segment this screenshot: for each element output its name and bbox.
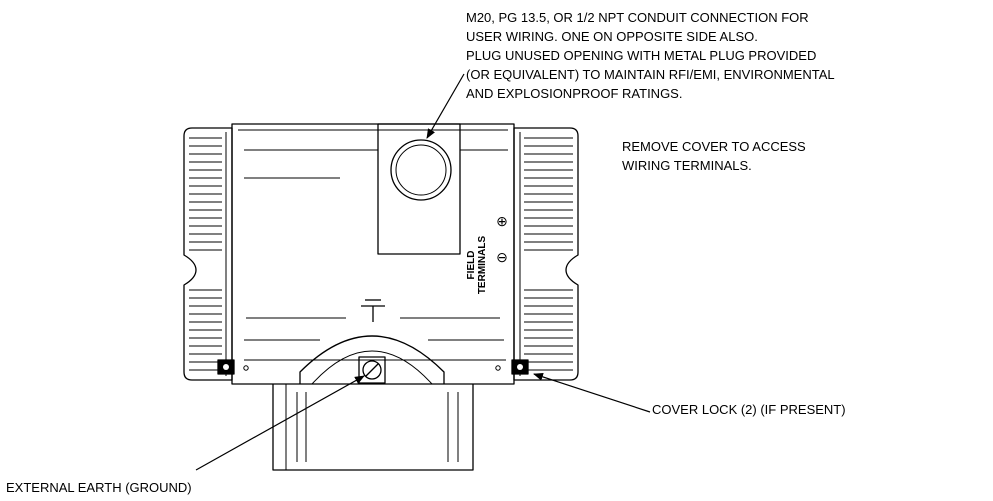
conduit-leader-arrow <box>426 73 465 139</box>
conduit-note-line-1: M20, PG 13.5, OR 1/2 NPT CONDUIT CONNECT… <box>466 10 809 25</box>
conduit-opening <box>390 139 452 201</box>
svg-text:TERMINALS: TERMINALS <box>477 236 488 295</box>
cover-lock-note: COVER LOCK (2) (IF PRESENT) <box>652 402 846 417</box>
conduit-note-line-4: (OR EQUIVALENT) TO MAINTAIN RFI/EMI, ENV… <box>466 67 835 82</box>
sensor-neck <box>272 384 474 471</box>
right-cover <box>513 127 579 381</box>
conduit-boss <box>377 123 461 255</box>
earth-leader-arrow <box>195 375 365 471</box>
conduit-note-line-3: PLUG UNUSED OPENING WITH METAL PLUG PROV… <box>466 48 817 63</box>
cover-note-line-2: WIRING TERMINALS. <box>622 158 752 173</box>
ground-screw-boss <box>299 335 445 385</box>
cover-lock-leader-arrow <box>533 373 651 413</box>
right-cover-fins <box>524 137 573 371</box>
remove-cover-note: REMOVE COVER TO ACCESS WIRING TERMINALS. <box>622 137 806 175</box>
ground-screw-icon <box>362 360 382 380</box>
left-cover <box>183 127 233 381</box>
conduit-connection-note: M20, PG 13.5, OR 1/2 NPT CONDUIT CONNECT… <box>466 8 835 103</box>
svg-text:FIELD: FIELD <box>466 251 477 280</box>
cover-lock-left <box>217 359 235 375</box>
plus-terminal-icon: ⊕ <box>496 213 508 229</box>
housing-body <box>231 123 515 385</box>
left-cover-fins <box>189 137 222 371</box>
conduit-note-line-5: AND EXPLOSIONPROOF RATINGS. <box>466 86 683 101</box>
conduit-note-line-2: USER WIRING. ONE ON OPPOSITE SIDE ALSO. <box>466 29 758 44</box>
external-earth-note: EXTERNAL EARTH (GROUND) <box>6 480 192 495</box>
ground-symbol-icon <box>361 299 385 322</box>
minus-terminal-icon: ⊖ <box>496 249 508 265</box>
cover-note-line-1: REMOVE COVER TO ACCESS <box>622 139 806 154</box>
cover-lock-right <box>511 359 529 375</box>
field-terminals-label: FIELD TERMINALS <box>466 236 488 295</box>
